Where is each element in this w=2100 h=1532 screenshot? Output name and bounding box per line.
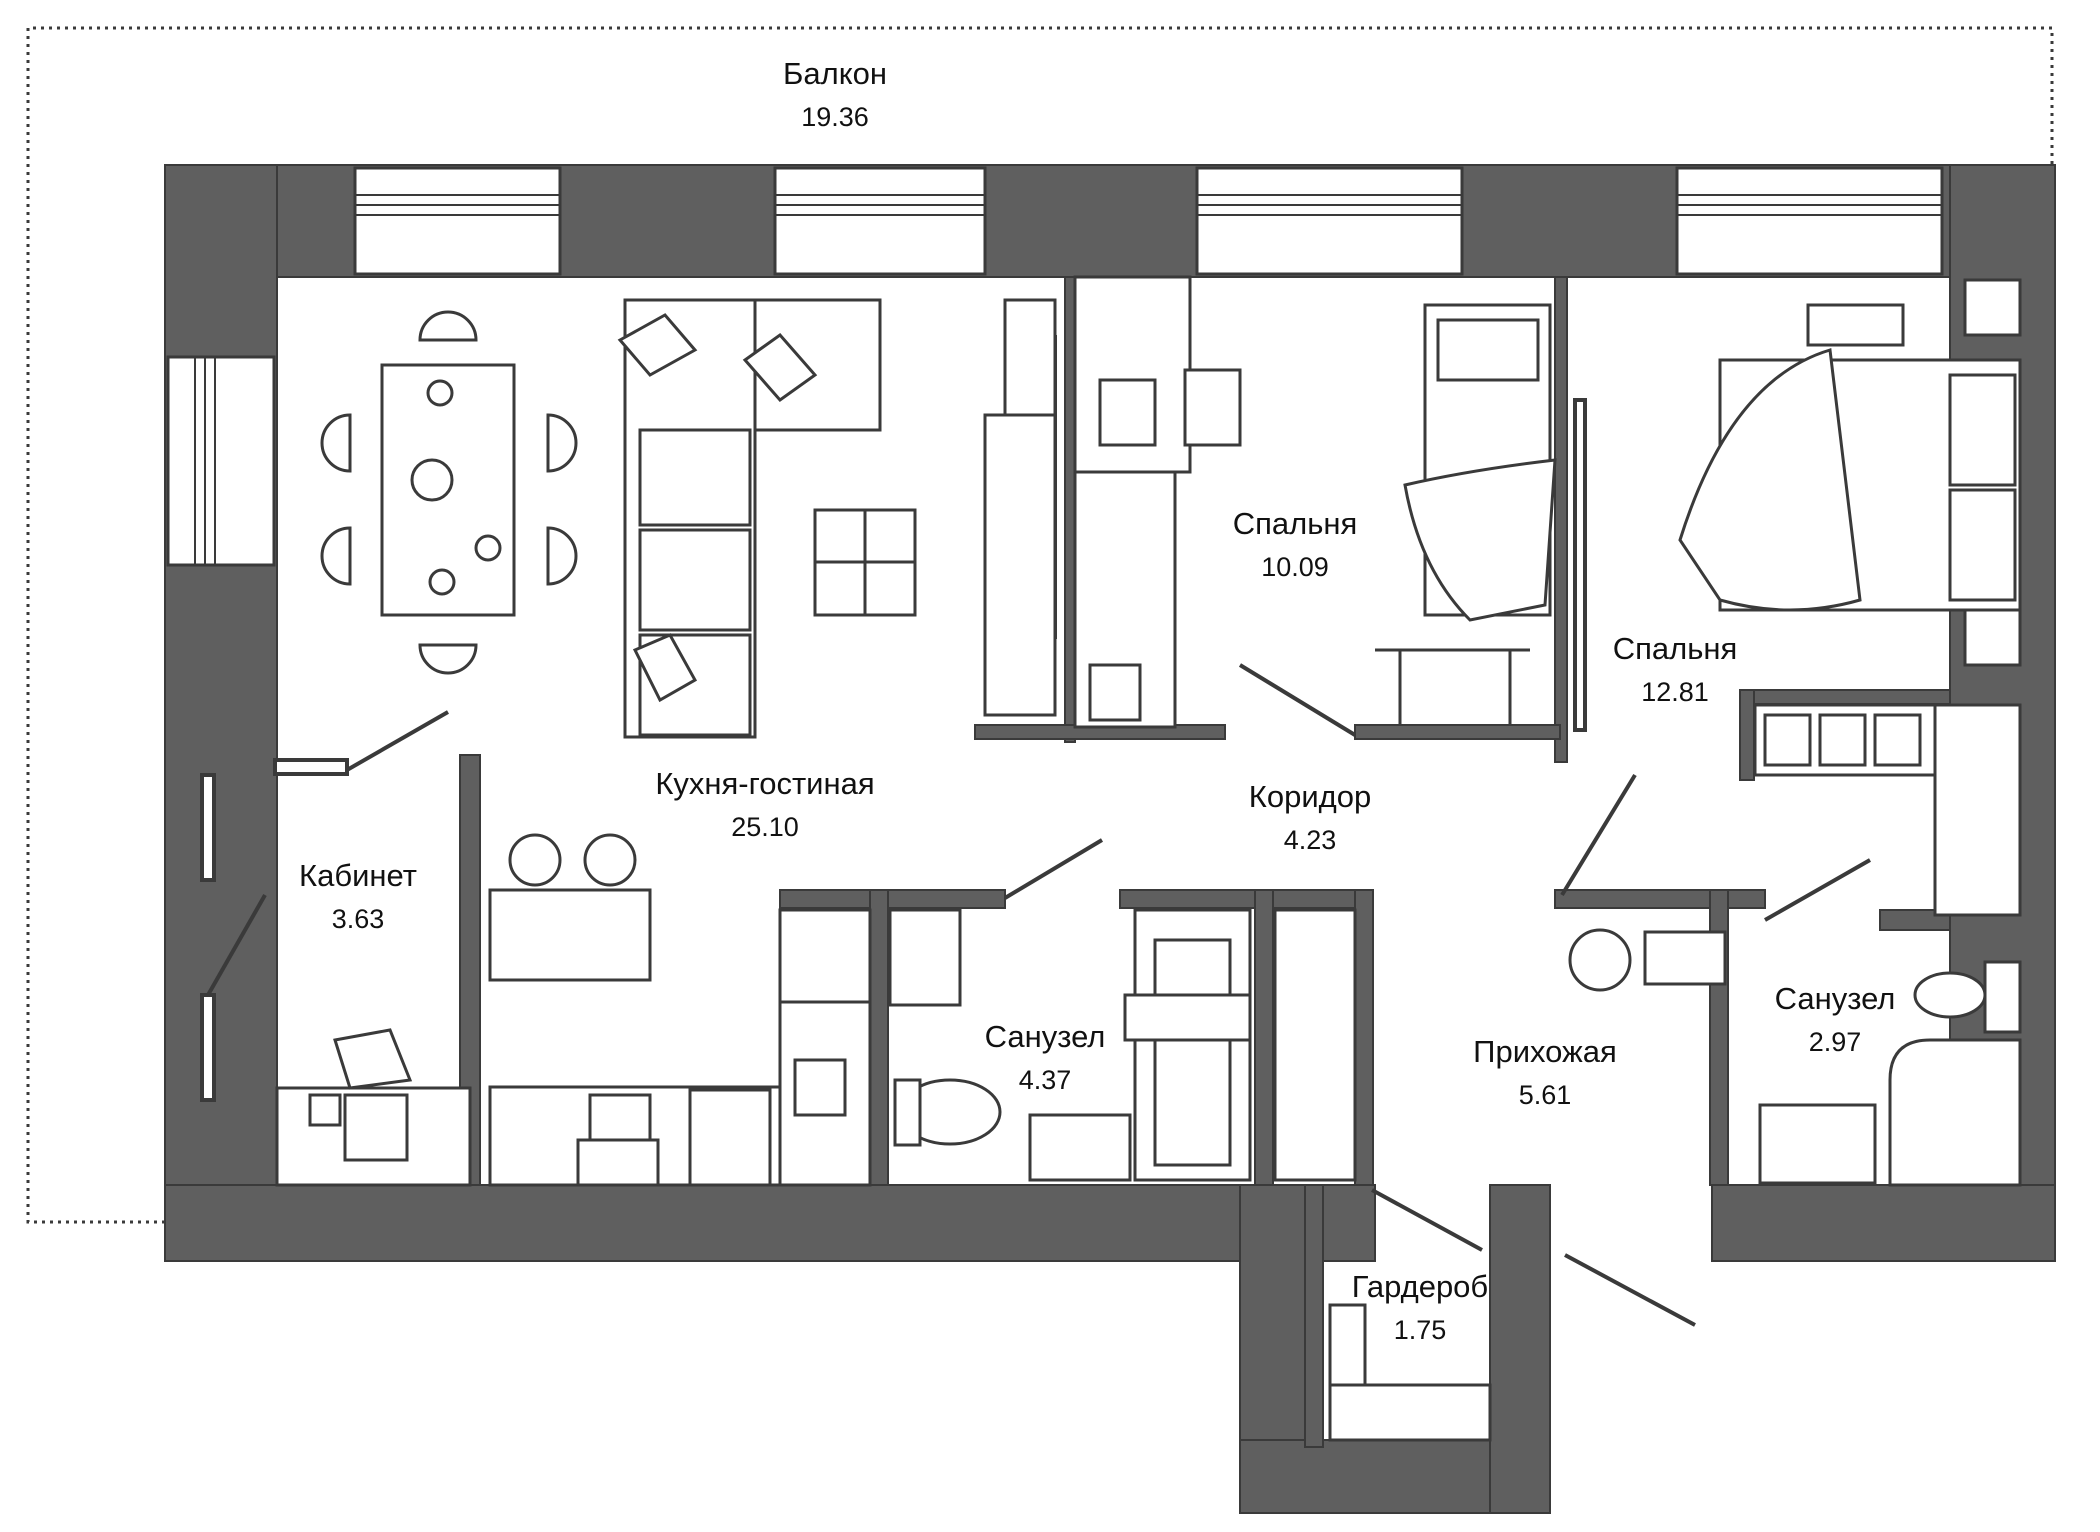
dining-table xyxy=(320,310,578,675)
kitchen-counter xyxy=(488,908,872,1187)
room-label-bedroom2: Спальня 12.81 xyxy=(1495,630,1855,710)
room-label-kitchen: Кухня-гостиная 25.10 xyxy=(585,765,945,845)
room-area: 10.09 xyxy=(1261,552,1329,582)
cabinet-desk xyxy=(275,1028,472,1187)
room-area: 3.63 xyxy=(331,904,385,934)
room-label-bathroom2: Санузел 2.97 xyxy=(1655,980,2015,1060)
sofa xyxy=(617,298,917,739)
room-label-hallway: Прихожая 5.61 xyxy=(1365,1033,1725,1113)
room-area: 25.10 xyxy=(731,812,799,842)
kitchen-island xyxy=(488,833,652,982)
study-furniture xyxy=(983,275,1242,729)
room-label-bathroom1: Санузел 4.37 xyxy=(865,1018,1225,1098)
room-area: 4.23 xyxy=(1283,825,1337,855)
room-label-balcony: Балкон 19.36 xyxy=(655,55,1015,135)
bathroom1-fixtures xyxy=(888,908,1357,1182)
room-name: Санузел xyxy=(1774,981,1896,1016)
room-area: 2.97 xyxy=(1808,1027,1862,1057)
room-label-study: Кабинет 3.63 xyxy=(178,857,538,937)
window-panes xyxy=(194,194,1942,565)
room-label-bedroom1: Спальня 10.09 xyxy=(1115,505,1475,585)
bathroom2-fixtures xyxy=(1758,960,2022,1187)
bed-small xyxy=(1375,303,1557,725)
room-label-corridor: Коридор 4.23 xyxy=(1130,778,1490,858)
room-name: Гардероб xyxy=(1351,1269,1489,1304)
room-name: Коридор xyxy=(1248,779,1372,814)
room-name: Балкон xyxy=(783,56,887,91)
hallway-fixtures xyxy=(1328,928,1727,1442)
room-name: Кабинет xyxy=(299,858,417,893)
room-label-wardrobe: Гардероб 1.75 xyxy=(1240,1268,1600,1348)
room-area: 1.75 xyxy=(1393,1315,1447,1345)
room-name: Санузел xyxy=(984,1019,1106,1054)
room-area: 12.81 xyxy=(1641,677,1709,707)
balcony-outline xyxy=(26,26,2054,1224)
wardrobe-bedroom xyxy=(1753,703,2022,917)
doors xyxy=(200,335,1871,1327)
windows xyxy=(166,166,1944,567)
room-name: Спальня xyxy=(1612,631,1738,666)
room-name: Спальня xyxy=(1232,506,1358,541)
room-name: Прихожая xyxy=(1473,1034,1617,1069)
room-area: 4.37 xyxy=(1018,1065,1072,1095)
room-area: 19.36 xyxy=(801,102,869,132)
room-name: Кухня-гостиная xyxy=(655,766,875,801)
room-area: 5.61 xyxy=(1518,1080,1572,1110)
bed-large xyxy=(1678,278,2022,667)
